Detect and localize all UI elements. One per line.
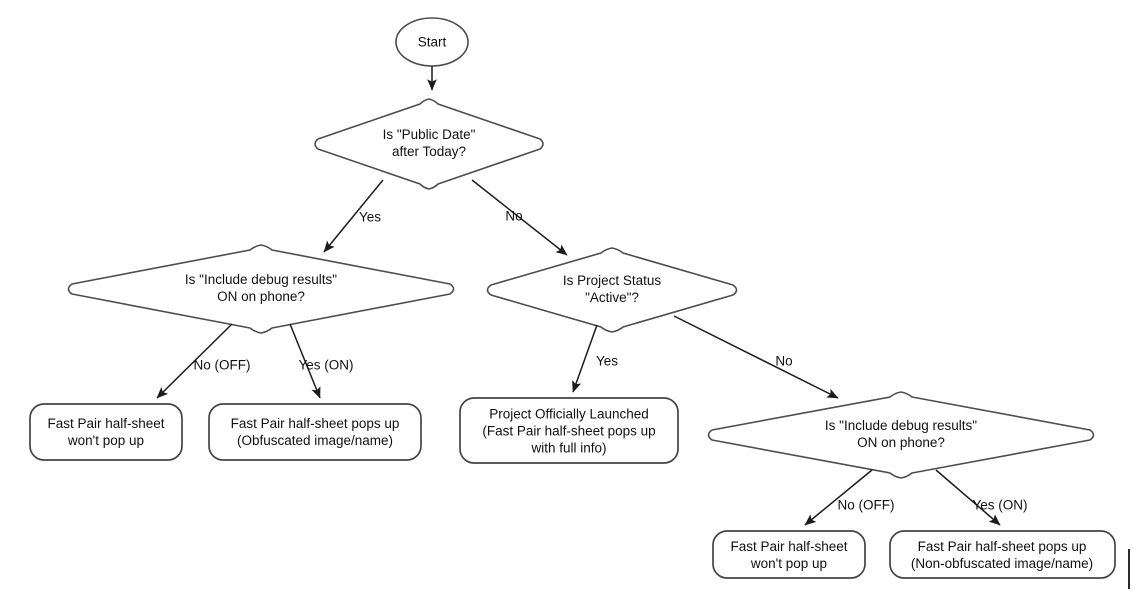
- edge-project-status-yes: [572, 324, 598, 393]
- page-edge-artifact: [1128, 549, 1130, 589]
- edge-public-date-no: [471, 179, 568, 256]
- edge-project-status-no: [673, 315, 839, 399]
- node-decision-public-date-shape: [314, 98, 544, 190]
- node-start-shape: [395, 17, 469, 67]
- edge-debug-left-yes-on: [289, 323, 321, 399]
- edge-debug-left-no-off: [156, 323, 233, 399]
- node-terminal-right-off-shape: [712, 530, 866, 579]
- node-terminal-left-on-shape: [208, 403, 422, 461]
- node-decision-debug-left-shape: [67, 244, 455, 334]
- edge-debug-right-yes-on: [935, 469, 1001, 526]
- node-decision-project-status-shape: [486, 247, 738, 333]
- node-terminal-left-off-shape: [29, 403, 183, 461]
- node-decision-debug-right-shape: [707, 391, 1095, 479]
- node-terminal-launched-shape: [459, 397, 679, 464]
- edge-public-date-yes: [323, 179, 384, 253]
- edge-debug-right-no-off: [804, 469, 873, 526]
- node-terminal-right-on-shape: [889, 530, 1116, 579]
